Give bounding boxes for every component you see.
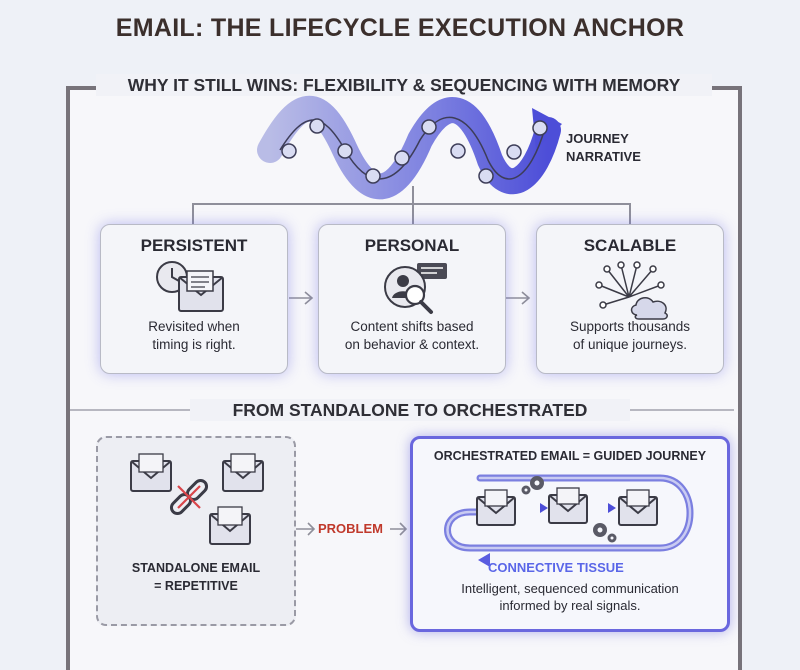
journey-node [478, 168, 494, 184]
journey-node [394, 150, 410, 166]
journey-node [365, 168, 381, 184]
flow-arrow [540, 503, 548, 513]
page-title: EMAIL: THE LIFECYCLE EXECUTION ANCHOR [115, 14, 685, 42]
envelope-icon [548, 487, 588, 524]
card-scalable: SCALABLE Supports thousands of unique jo… [536, 224, 724, 374]
orchestrated-title: ORCHESTRATED EMAIL = GUIDED JOURNEY [433, 449, 707, 463]
broken-link-icon [169, 478, 209, 516]
orchestrated-description: Intelligent, sequenced communication inf… [461, 581, 679, 613]
envelope-icon [222, 453, 264, 492]
journey-node [309, 118, 325, 134]
card-description: Revisited when timing is right. [148, 319, 240, 352]
card-persistent: PERSISTENT Revisited when timing is righ… [100, 224, 288, 374]
envelope-icon [130, 453, 172, 492]
problem-label: PROBLEM [318, 521, 383, 536]
user-magnifier-icon [384, 263, 447, 314]
clock-envelope-icon [156, 261, 224, 312]
envelope-icon [209, 506, 251, 545]
cloud-network-icon [595, 261, 668, 320]
envelope-icon [476, 489, 516, 526]
section-heading-why: WHY IT STILL WINS: FLEXIBILITY & SEQUENC… [96, 74, 712, 96]
card-arrow [506, 291, 531, 305]
orchestrated-box [410, 436, 730, 632]
connective-tissue-label: CONNECTIVE TISSUE [488, 560, 624, 575]
card-arrow [289, 291, 314, 305]
flow-arrow [608, 503, 616, 513]
card-title: SCALABLE [583, 236, 677, 255]
card-title: PERSONAL [364, 236, 460, 255]
problem-arrow-left [296, 522, 316, 536]
problem-arrow-right [390, 522, 408, 536]
journey-node [532, 120, 548, 136]
journey-node [450, 143, 466, 159]
orchestrated-diagram [444, 474, 694, 567]
envelope-icon [618, 489, 658, 526]
standalone-icons [130, 453, 264, 545]
journey-node [337, 143, 353, 159]
card-description: Supports thousands of unique journeys. [569, 319, 691, 352]
connector-line [192, 203, 631, 224]
connective-loop-inner [446, 476, 692, 550]
card-personal: PERSONAL Content shifts based on behavio… [318, 224, 506, 374]
gear-icon [593, 523, 617, 543]
standalone-box [96, 436, 296, 626]
journey-node [506, 144, 522, 160]
card-description: Content shifts based on behavior & conte… [344, 319, 480, 352]
card-title: PERSISTENT [140, 236, 248, 255]
journey-narrative-label: JOURNEY NARRATIVE [566, 131, 641, 164]
journey-node [281, 143, 297, 159]
standalone-label: STANDALONE EMAIL = REPETITIVE [131, 561, 261, 593]
journey-node [421, 119, 437, 135]
journey-diagram [192, 95, 631, 536]
gear-icon [521, 476, 544, 495]
section-heading-standalone: FROM STANDALONE TO ORCHESTRATED [190, 399, 630, 421]
loop-arrowhead [478, 553, 490, 567]
journey-line [279, 116, 546, 180]
